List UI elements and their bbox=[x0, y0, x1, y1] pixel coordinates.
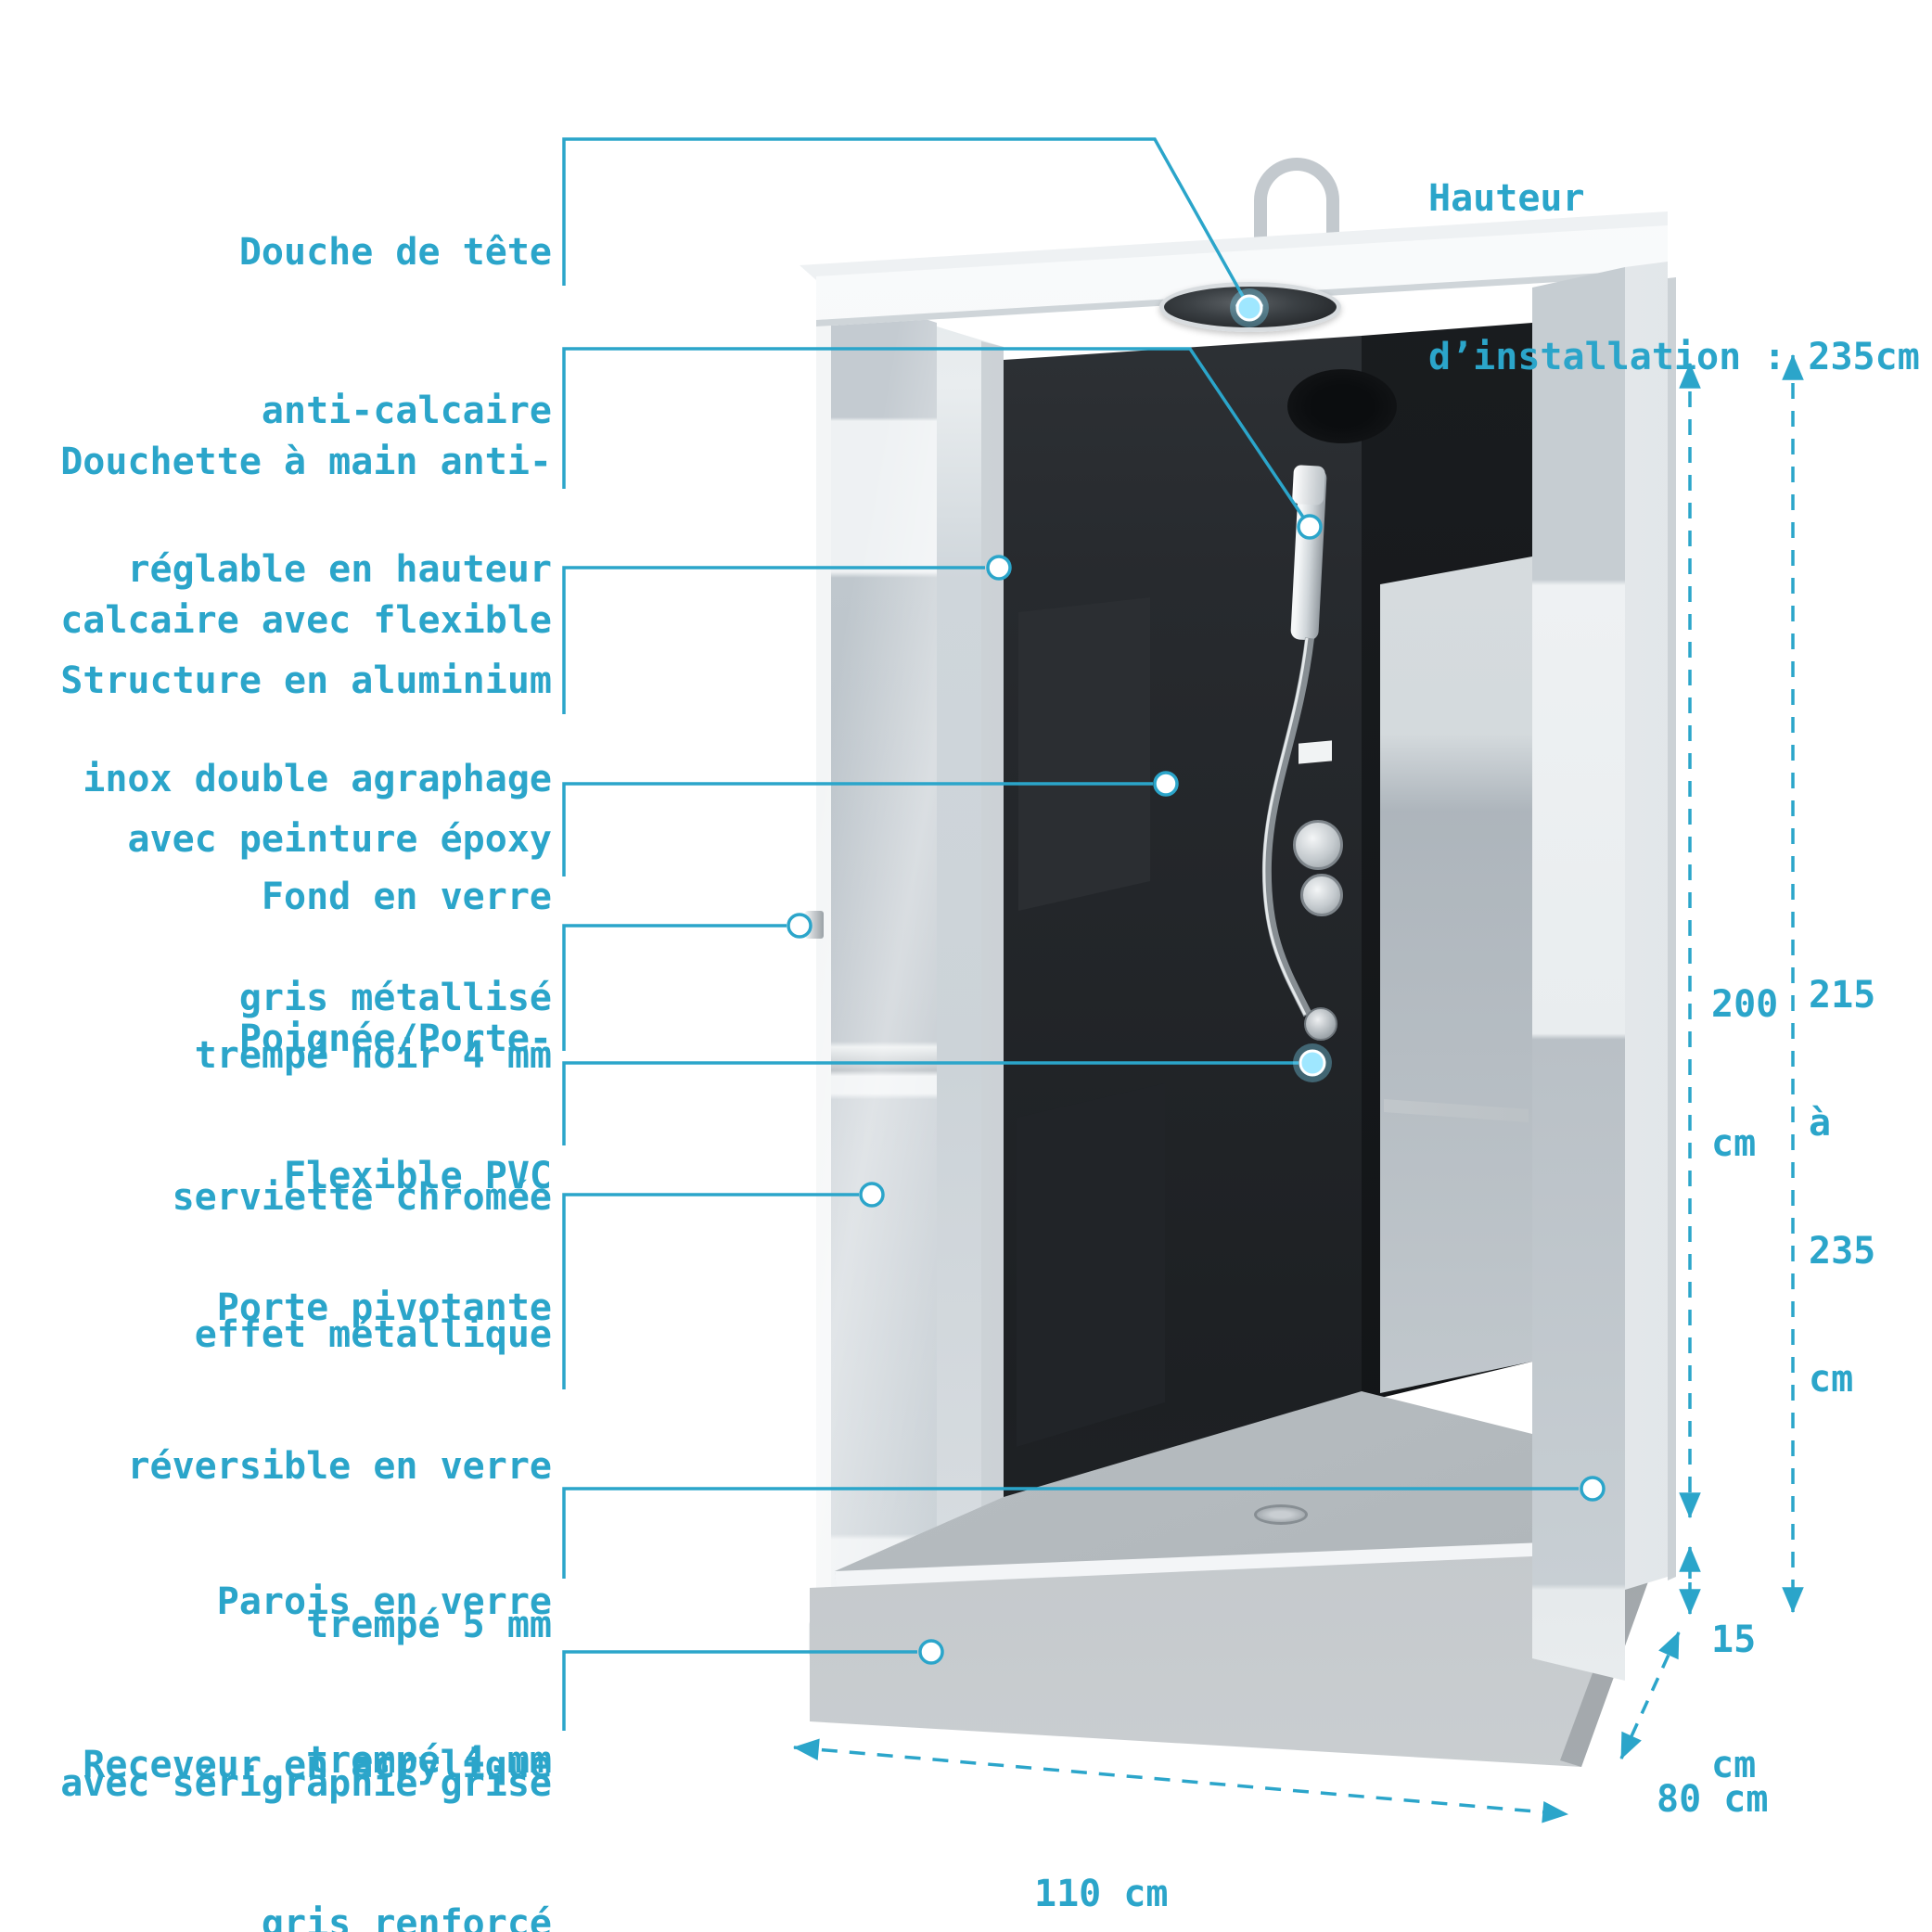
leader-dot-structure bbox=[986, 555, 1012, 581]
leader-fond bbox=[562, 782, 1153, 876]
leader-dot-fond bbox=[1153, 771, 1179, 797]
dimension-value: 200 bbox=[1711, 983, 1779, 1026]
callout-line: Flexible PVC bbox=[284, 1155, 552, 1197]
callout-line: gris renforcé bbox=[261, 1902, 552, 1932]
callout-line: avec sérigraphie grise bbox=[60, 1762, 552, 1805]
callout-line: Parois en verre bbox=[216, 1580, 552, 1623]
callout-fond: Fond en verre trempé noir 4 mm bbox=[28, 765, 552, 1188]
leader-dot-parois bbox=[1580, 1476, 1606, 1502]
leader-porte-pivotante bbox=[562, 1193, 859, 1389]
leader-dots bbox=[787, 288, 1606, 1665]
drain-cap bbox=[1254, 1504, 1308, 1525]
leader-receveur bbox=[562, 1650, 917, 1731]
callout-line: Douche de tête bbox=[238, 231, 552, 274]
dimension-unit: cm bbox=[1711, 1122, 1757, 1165]
leader-douchette bbox=[562, 347, 1311, 528]
callout-line: effet métallique bbox=[194, 1313, 552, 1356]
callout-line: d’installation : 235cm bbox=[1428, 336, 1920, 378]
leader-parois bbox=[562, 1487, 1579, 1579]
dimension-label-215-235cm: 215 à 235 cm bbox=[1809, 889, 1898, 1486]
callout-line: Porte pivotante bbox=[216, 1286, 552, 1329]
mixer-knob-lower bbox=[1300, 874, 1343, 916]
callout-line: inox double agraphage bbox=[83, 758, 552, 800]
leader-dot-flexible bbox=[1299, 1049, 1326, 1077]
dimension-label-15cm: 15 cm bbox=[1711, 1536, 1800, 1870]
callout-line: Poignée/Porte- bbox=[238, 1017, 552, 1060]
shower-hose-highlight bbox=[1262, 637, 1309, 1016]
dimension-value: 215 bbox=[1809, 974, 1876, 1017]
leader-dot-douche bbox=[1235, 294, 1263, 322]
callout-line: réversible en verre bbox=[127, 1445, 552, 1488]
callout-line: réglable en hauteur bbox=[127, 548, 552, 591]
leader-douche-de-tete bbox=[562, 137, 1251, 309]
callout-line: Structure en aluminium bbox=[60, 659, 552, 702]
dimension-unit: cm bbox=[1711, 1744, 1757, 1786]
callout-porte-pivotante: Porte pivotante réversible en verre trem… bbox=[28, 1176, 552, 1916]
callout-line: serviette chromée bbox=[172, 1176, 552, 1219]
callout-poignee: Poignée/Porte- serviette chromée bbox=[28, 907, 552, 1330]
leader-dot-poignee bbox=[787, 913, 812, 939]
callout-line: Receveur en acrylique bbox=[83, 1744, 552, 1786]
callout-line: trempé 5 mm bbox=[306, 1604, 552, 1646]
leader-flexible-pvc bbox=[562, 1061, 1299, 1145]
dimension-value: 110 cm bbox=[1034, 1873, 1169, 1915]
dimension-line-110cm bbox=[792, 1738, 1569, 1823]
callout-line: Fond en verre bbox=[261, 876, 552, 918]
callout-line: Hauteur bbox=[1428, 177, 1585, 220]
leader-dot-porte bbox=[859, 1182, 885, 1208]
callout-hauteur-installation: Hauteur d’installation : 235cm bbox=[1428, 67, 1920, 490]
dimension-value: à bbox=[1809, 1102, 1832, 1145]
dimension-label-110cm: 110 cm bbox=[1034, 1783, 1169, 1932]
callout-line: anti-calcaire bbox=[261, 390, 552, 432]
callout-flexible-pvc: Flexible PVC effet métallique bbox=[28, 1044, 552, 1467]
dimension-label-200cm: 200 cm bbox=[1711, 889, 1800, 1260]
dimension-value: 15 bbox=[1711, 1619, 1757, 1661]
rain-shower-head bbox=[1159, 282, 1341, 332]
ceiling-dome bbox=[1287, 369, 1397, 443]
callout-line: trempé noir 4 mm bbox=[194, 1034, 552, 1077]
leader-dot-douchette bbox=[1297, 514, 1323, 540]
shower-hose bbox=[1261, 637, 1314, 1017]
leader-structure bbox=[562, 566, 985, 714]
callout-receveur: Receveur en acrylique gris renforcé bbox=[28, 1633, 552, 1932]
mixer-knob-upper bbox=[1293, 820, 1343, 870]
callout-douchette: Douchette à main anti- calcaire avec fle… bbox=[28, 330, 552, 912]
callout-line: Douchette à main anti- bbox=[60, 441, 552, 483]
dimension-value: 235 bbox=[1809, 1230, 1876, 1273]
callout-parois: Parois en verre trempé 4 mm bbox=[28, 1470, 552, 1893]
hose-wall-outlet bbox=[1304, 1007, 1337, 1041]
callout-line: trempé 4 mm bbox=[306, 1739, 552, 1782]
leader-poignee bbox=[562, 924, 787, 1051]
dimension-unit: cm bbox=[1809, 1358, 1854, 1401]
dimension-label-80cm: 80 cm bbox=[1657, 1688, 1768, 1911]
dimension-value: 80 cm bbox=[1657, 1778, 1769, 1821]
callout-line: gris métallisé bbox=[238, 977, 552, 1019]
callout-line: avec peinture époxy bbox=[127, 818, 552, 861]
callout-douche-de-tete: Douche de tête anti-calcaire réglable en… bbox=[28, 121, 552, 702]
leader-dot-receveur bbox=[918, 1639, 944, 1665]
callout-line: calcaire avec flexible bbox=[60, 599, 552, 642]
callout-structure: Structure en aluminium avec peinture épo… bbox=[28, 549, 552, 1131]
